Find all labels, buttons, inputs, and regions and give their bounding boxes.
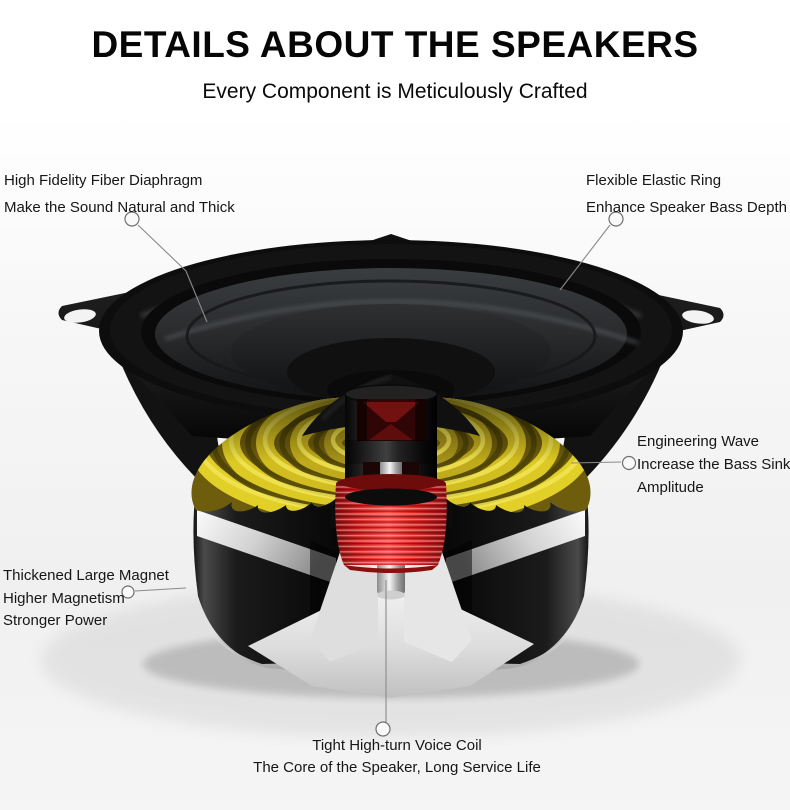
annotation-magnet: Thickened Large Magnet Higher Magnetism … [3,565,169,633]
annotation-elastic-ring: Flexible Elastic Ring Enhance Speaker Ba… [586,167,787,221]
callout-circle-voice-coil [375,721,391,737]
cut-face-left [310,552,378,662]
annotation-voice-coil-line1: Tight High-turn Voice Coil [312,737,482,754]
callout-circle-engineering-wave [621,455,637,471]
leader-line-diaphragm [137,224,208,323]
voice-coil [335,474,447,573]
annotation-engineering-wave-line1: Engineering Wave [637,433,760,450]
annotation-magnet-line3: Stronger Power [3,612,108,629]
annotation-diaphragm-line2: Make the Sound Natural and Thick [4,199,235,216]
cutaway-wedge-floor [248,576,534,698]
annotation-magnet-line1: Thickened Large Magnet [3,567,169,584]
cone-and-surround [99,240,683,422]
callout-circle-magnet [121,585,135,599]
callout-circle-diaphragm [124,211,140,227]
leader-line-magnet [134,587,187,592]
annotation-engineering-wave: Engineering Wave Increase the Bass Sink … [637,430,790,499]
leader-line-engineering-wave [570,461,622,464]
annotation-diaphragm: High Fidelity Fiber Diaphragm Make the S… [4,167,235,221]
screw-hole-left [64,309,96,323]
page-title: DETAILS ABOUT THE SPEAKERS [91,24,699,65]
page-subtitle: Every Component is Meticulously Crafted [202,80,588,103]
annotation-voice-coil-line2: The Core of the Speaker, Long Service Li… [253,759,541,776]
top-plate-chrome-left [197,510,336,584]
annotation-voice-coil: Tight High-turn Voice Coil The Core of t… [197,735,597,779]
annotation-engineering-wave-line3: Amplitude [637,479,704,496]
annotation-elastic-ring-line1: Flexible Elastic Ring [586,172,722,189]
annotation-elastic-ring-line2: Enhance Speaker Bass Depth [586,199,787,216]
annotation-engineering-wave-line2: Increase the Bass Sink [637,456,790,473]
annotation-magnet-line2: Higher Magnetism [3,589,125,607]
cut-face-right [404,552,472,662]
header: DETAILS ABOUT THE SPEAKERS Every Compone… [0,24,790,104]
center-pole [377,556,405,594]
screw-hole-right [682,310,714,324]
callout-circle-elastic-ring [608,211,624,227]
annotation-leaders [121,211,637,737]
annotation-diaphragm-line1: High Fidelity Fiber Diaphragm [4,172,203,189]
leader-line-elastic-ring [559,224,611,291]
magnet-assembly [193,488,589,698]
top-plate-chrome-right [446,510,585,584]
